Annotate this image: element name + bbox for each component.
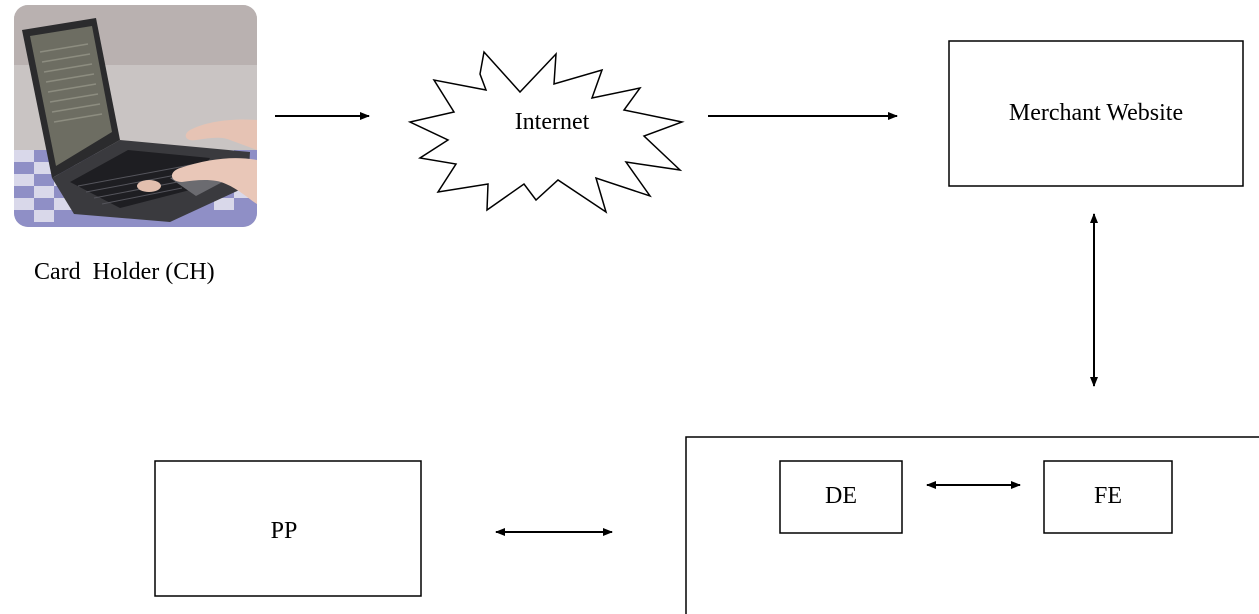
fe-node: FE — [1043, 460, 1173, 534]
fe-label: FE — [1094, 483, 1122, 509]
card-holder-image — [14, 5, 257, 227]
internet-label: Internet — [515, 109, 590, 135]
merchant-website-label: Merchant Website — [1009, 100, 1183, 126]
system-container — [685, 436, 1259, 614]
fe-box — [1043, 460, 1173, 534]
merchant-website-node: Merchant Website — [948, 40, 1244, 187]
de-node: DE — [779, 460, 903, 534]
internet-node: Internet — [407, 50, 685, 214]
pp-node: PP — [154, 460, 422, 597]
pp-label: PP — [271, 518, 298, 544]
de-box — [779, 460, 903, 534]
merchant-website-box — [948, 40, 1244, 187]
internet-starburst-shape — [407, 50, 685, 214]
pp-box — [154, 460, 422, 597]
card-holder-label: Card Holder (CH) — [34, 259, 215, 285]
de-label: DE — [825, 483, 857, 509]
